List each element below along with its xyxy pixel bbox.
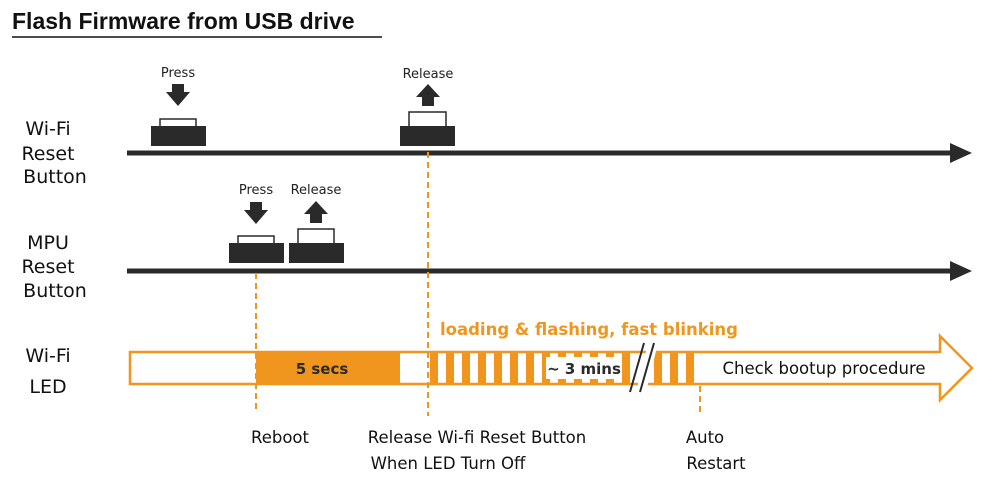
event-auto-line2: Restart	[686, 454, 746, 473]
wifi-reset-timeline	[127, 143, 972, 163]
svg-text:Button: Button	[23, 166, 87, 188]
wifi-press-label: Press	[161, 66, 195, 81]
press-down-arrow-icon	[244, 202, 268, 224]
release-up-arrow-icon	[416, 84, 440, 106]
wifi-button-pressed-icon	[151, 118, 206, 146]
row-label-wifi-led: Wi-Fi LED	[25, 345, 70, 398]
mpu-button-pressed-icon	[229, 235, 284, 263]
page-title: Flash Firmware from USB drive	[12, 8, 355, 34]
svg-text:Reset: Reset	[21, 256, 74, 278]
event-release-line1: Release Wi-fi Reset Button	[368, 428, 586, 447]
led-duration-label: ~ 3 mins	[547, 360, 621, 378]
release-up-arrow-icon	[304, 201, 328, 223]
mpu-reset-timeline	[127, 261, 972, 281]
row-label-wifi-reset: Wi-Fi Reset Button	[21, 118, 86, 188]
wifi-button-released-icon	[400, 111, 455, 146]
event-auto-line1: Auto	[686, 428, 724, 447]
svg-text:Button: Button	[23, 280, 87, 302]
svg-text:LED: LED	[29, 376, 66, 398]
led-duration-backdrop	[546, 357, 622, 379]
svg-text:Wi-Fi: Wi-Fi	[25, 345, 70, 367]
press-down-arrow-icon	[166, 84, 190, 106]
led-final-label: Check bootup procedure	[722, 359, 925, 378]
row-label-mpu-reset: MPU Reset Button	[21, 232, 86, 302]
led-solid-label: 5 secs	[296, 360, 349, 378]
led-phase-label: loading & flashing, fast blinking	[440, 320, 738, 339]
svg-text:Reset: Reset	[21, 143, 74, 165]
event-release-line2: When LED Turn Off	[371, 454, 526, 473]
wifi-release-label: Release	[403, 67, 454, 82]
mpu-release-label: Release	[291, 183, 342, 198]
svg-text:Wi-Fi: Wi-Fi	[25, 118, 70, 140]
time-break-icon	[629, 342, 658, 393]
event-reboot: Reboot	[251, 428, 310, 447]
led-solid-segment	[256, 352, 400, 384]
mpu-press-label: Press	[239, 183, 273, 198]
svg-text:MPU: MPU	[27, 232, 69, 254]
mpu-button-released-icon	[289, 228, 344, 263]
